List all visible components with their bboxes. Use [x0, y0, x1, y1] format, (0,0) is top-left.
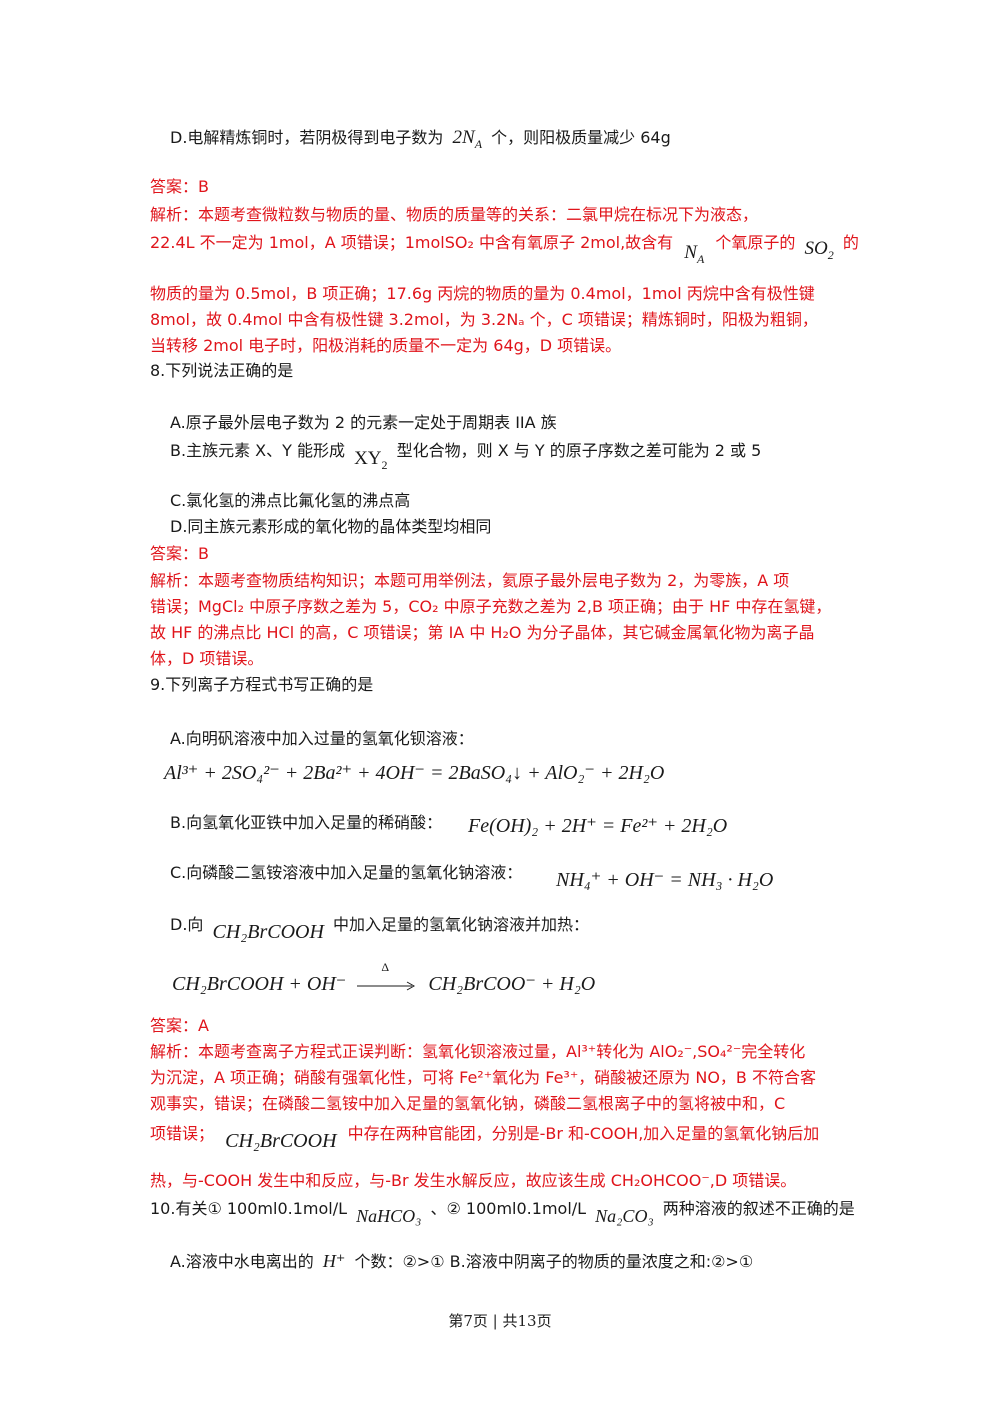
q9-stem: 9.下列离子方程式书写正确的是	[150, 675, 374, 694]
q10-stem-a: 10.有关① 100ml0.1mol/L	[150, 1199, 348, 1218]
q9-option-d-text-a: D.向	[170, 915, 204, 934]
q8-expl-line-1: 解析：本题考查物质结构知识；本题可用举例法，氦原子最外层电子数为 2，为零族，A…	[150, 571, 790, 590]
q7-option-d-text-a: D.电解精炼铜时，若阴极得到电子数为	[170, 128, 444, 147]
q7-answer: 答案：B	[150, 177, 209, 196]
q9-option-a: A.向明矾溶液中加入过量的氢氧化钡溶液：	[170, 729, 474, 748]
q8-option-b: B.主族元素 X、Y 能形成 XY2 型化合物，则 X 与 Y 的原子序数之差可…	[170, 440, 762, 472]
q7-expl-line-2-c: 的	[842, 233, 859, 252]
q7-expl-line-1: 解析：本题考查微粒数与物质的量、物质的质量等的关系：二氯甲烷在标况下为液态，	[150, 205, 759, 224]
q9-expl-line-3: 观事实，错误；在磷酸二氢铵中加入足量的氢氧化钠，磷酸二氢根离子中的氢将被中和，C	[150, 1094, 786, 1113]
q9-option-a-equation: Al³⁺ + 2SO₄²⁻ + 2Ba²⁺ + 4OH⁻ = 2BaSO₄↓ +…	[164, 762, 665, 784]
right-arrow-icon	[357, 981, 416, 991]
q8-expl-line-2: 错误；MgCl₂ 中原子序数之差为 5，CO₂ 中原子充数之差为 2,B 项正确…	[150, 597, 832, 616]
q10-h-ion-formula: H⁺	[322, 1251, 346, 1271]
q9-expl-line-1: 解析：本题考查离子方程式正误判断：氢氧化钡溶液过量，Al³⁺转化为 AlO₂⁻,…	[150, 1042, 806, 1061]
q9-option-d-text-b: 中加入足量的氢氧化钠溶液并加热：	[333, 915, 590, 934]
q9-expl-line-4-b: 中存在两种官能团，分别是-Br 和-COOH,加入足量的氢氧化钠后加	[347, 1124, 820, 1143]
q7-expl-so2-formula: SO2	[804, 238, 834, 262]
q7-expl-line-4: 8mol，故 0.4mol 中含有极性键 3.2mol，为 3.2Nₐ 个，C …	[150, 310, 818, 329]
q9-option-c: C.向磷酸二氢铵溶液中加入足量的氢氧化钠溶液：	[170, 863, 523, 882]
q7-expl-line-2-a: 22.4L 不一定为 1mol，A 项错误；1molSO₂ 中含有氧原子 2mo…	[150, 233, 674, 252]
q9-d-eq-left: CH₂BrCOOH + OH⁻	[172, 973, 347, 995]
q7-expl-na-formula: NA	[684, 242, 705, 266]
q9-option-c-equation: NH₄⁺ + OH⁻ = NH₃ · H₂O	[556, 869, 774, 891]
q7-expl-line-5: 当转移 2mol 电子时，阳极消耗的质量不一定为 64g，D 项错误。	[150, 336, 622, 355]
q9-option-d-equation: CH₂BrCOOH + OH⁻ Δ CH₂BrCOO⁻ + H₂O	[172, 960, 596, 996]
q9-d-eq-right: CH₂BrCOO⁻ + H₂O	[428, 973, 596, 995]
q9-expl-line-4-a: 项错误；	[150, 1124, 215, 1143]
q9-expl-line-4: 项错误； CH₂BrCOOH 中存在两种官能团，分别是-Br 和-COOH,加入…	[150, 1122, 820, 1152]
q8-expl-line-4: 体，D 项错误。	[150, 649, 264, 668]
q9-option-d: D.向 CH₂BrCOOH 中加入足量的氢氧化钠溶液并加热：	[170, 913, 590, 943]
q7-option-d-text-b: 个，则阳极质量减少 64g	[491, 128, 671, 147]
q9-expl-line-5: 热，与-COOH 发生中和反应，与-Br 发生水解反应，故应该生成 CH₂OHC…	[150, 1171, 797, 1190]
q8-stem: 8.下列说法正确的是	[150, 361, 294, 380]
q10-nahco3-formula: NaHCO₃	[356, 1206, 422, 1226]
q10-option-a-text-b: 个数：②>① B.溶液中阴离子的物质的量浓度之和:②>①	[354, 1252, 754, 1271]
page-footer: 第7页 | 共13页	[448, 1312, 552, 1330]
q9-answer: 答案：A	[150, 1016, 209, 1035]
q10-na2co3-formula: Na₂CO₃	[595, 1206, 654, 1226]
q8-option-c: C.氯化氢的沸点比氟化氢的沸点高	[170, 491, 411, 510]
q7-expl-line-3: 物质的量为 0.5mol，B 项正确；17.6g 丙烷的物质的量为 0.4mol…	[150, 284, 815, 303]
q10-option-a: A.溶液中水电离出的 H⁺ 个数：②>① B.溶液中阴离子的物质的量浓度之和:②…	[170, 1250, 753, 1273]
q9-d-eq-condition: Δ	[381, 960, 390, 975]
q7-expl-line-2-b: 个氧原子的	[715, 233, 796, 252]
q10-stem-c: 两种溶液的叙述不正确的是	[662, 1199, 855, 1218]
q8-answer: 答案：B	[150, 544, 209, 563]
q10-option-a-text-a: A.溶液中水电离出的	[170, 1252, 314, 1271]
q8-expl-line-3: 故 HF 的沸点比 HCl 的高，C 项错误；第 IA 中 H₂O 为分子晶体，…	[150, 623, 815, 642]
q7-expl-line-2: 22.4L 不一定为 1mol，A 项错误；1molSO₂ 中含有氧原子 2mo…	[150, 232, 859, 266]
q8-option-d: D.同主族元素形成的氧化物的晶体类型均相同	[170, 517, 492, 536]
q9-option-b-equation: Fe(OH)₂ + 2H⁺ = Fe²⁺ + 2H₂O	[468, 815, 728, 837]
q10-stem: 10.有关① 100ml0.1mol/L NaHCO₃ 、② 100ml0.1m…	[150, 1197, 855, 1226]
q8-option-b-text-a: B.主族元素 X、Y 能形成	[170, 441, 345, 460]
q8-option-a: A.原子最外层电子数为 2 的元素一定处于周期表 IIA 族	[170, 413, 557, 432]
q9-option-d-formula: CH₂BrCOOH	[212, 921, 324, 943]
q9-expl-line-2: 为沉淀，A 项正确；硝酸有强氧化性，可将 Fe²⁺氧化为 Fe³⁺，硝酸被还原为…	[150, 1068, 816, 1087]
q8-xy2-formula: XY2	[354, 448, 388, 472]
q9-expl-formula: CH₂BrCOOH	[225, 1130, 337, 1152]
q9-d-eq-arrow: Δ	[357, 960, 417, 996]
q9-option-b: B.向氢氧化亚铁中加入足量的稀硝酸：	[170, 813, 443, 832]
q8-option-b-text-b: 型化合物，则 X 与 Y 的原子序数之差可能为 2 或 5	[396, 441, 762, 460]
q10-stem-b: 、② 100ml0.1mol/L	[430, 1199, 587, 1218]
q7-option-d-formula: 2NA	[452, 127, 483, 151]
q7-option-d: D.电解精炼铜时，若阴极得到电子数为 2NA 个，则阳极质量减少 64g	[170, 127, 671, 155]
